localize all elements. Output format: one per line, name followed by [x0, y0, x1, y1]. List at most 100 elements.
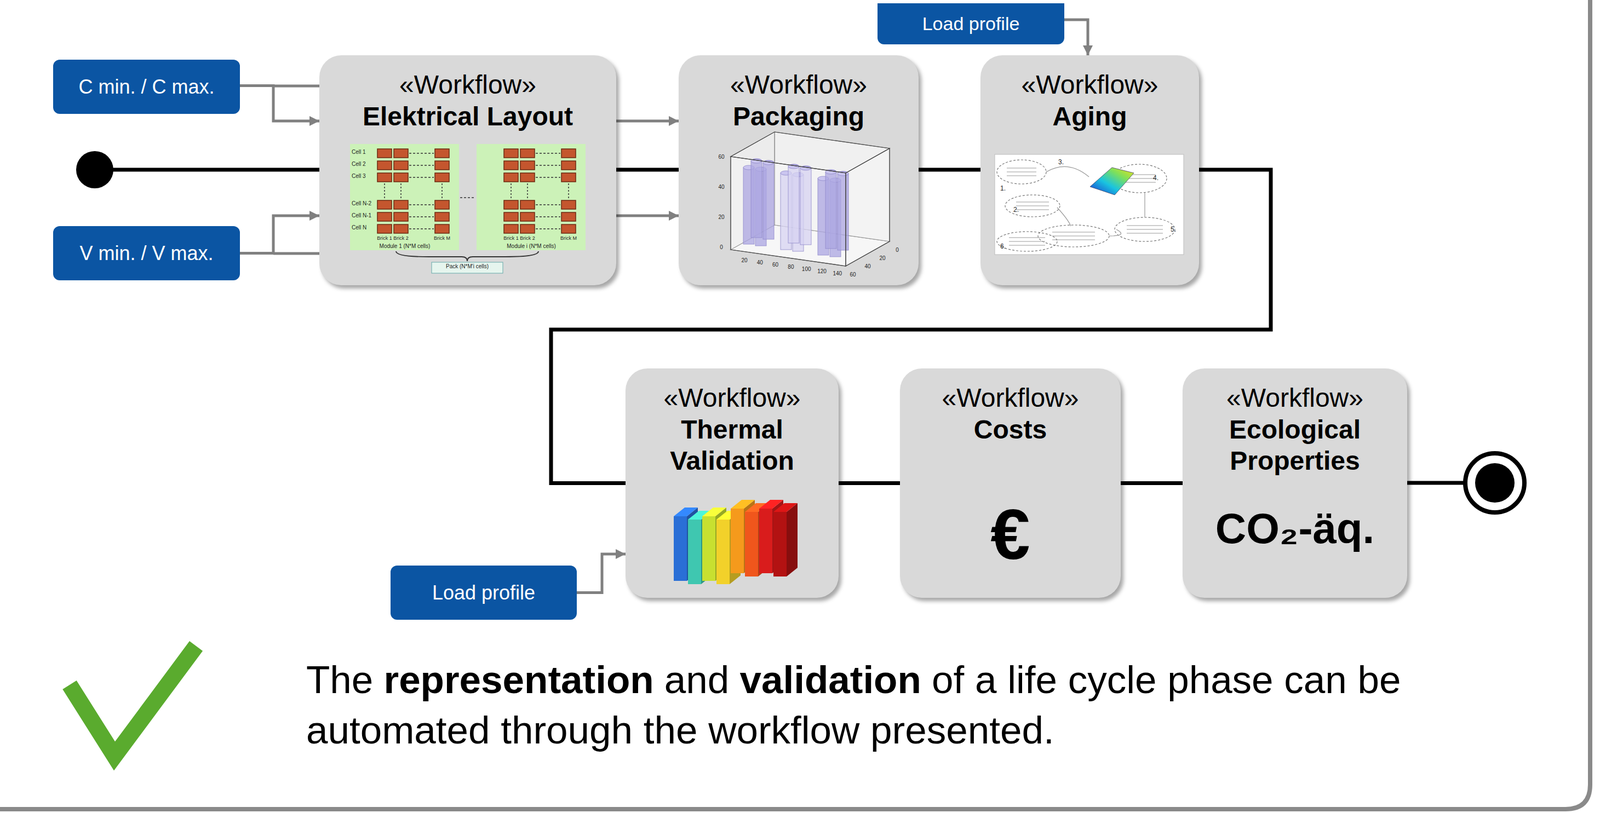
heat-prism-front	[702, 516, 716, 582]
input-label: Load profile	[922, 13, 1020, 35]
brick-gap	[409, 216, 434, 218]
battery-cell	[377, 173, 392, 182]
formula-stroke	[1008, 245, 1046, 246]
battery-cell	[561, 161, 576, 170]
formula-stroke	[1006, 171, 1037, 173]
brick-gap	[535, 228, 561, 230]
heat-prism-front	[673, 516, 687, 582]
input-label: V min. / V max.	[79, 242, 214, 266]
input-arrow	[616, 119, 679, 123]
workflow-title: Ecological Properties	[1192, 414, 1398, 478]
flow-line	[94, 168, 320, 172]
module-panel	[350, 144, 460, 251]
input-arrow	[239, 215, 320, 254]
stereotype-label: «Workflow»	[1021, 69, 1159, 101]
cell-gap	[400, 183, 402, 199]
conclusion-phrase: The	[306, 658, 374, 702]
brick-gap	[409, 228, 434, 230]
module-panel	[476, 144, 586, 251]
cell-gap	[510, 183, 512, 199]
conclusion-phrase: and	[664, 658, 730, 702]
input-branch	[273, 252, 320, 256]
pack-label-box	[431, 262, 503, 274]
battery-cell	[434, 161, 450, 170]
formula-stroke	[1016, 209, 1049, 211]
cell-gap	[441, 183, 443, 199]
input-box: V min. / V max.	[53, 226, 240, 281]
workflow-box: «Workflow»Elektrical Layout	[319, 55, 617, 286]
model-step	[996, 159, 1047, 185]
battery-cell	[520, 148, 535, 158]
heat-prism-front	[773, 512, 787, 577]
input-label: C min. / C max.	[78, 75, 215, 99]
start-node	[76, 151, 114, 189]
brick-gap	[409, 204, 434, 206]
flow-line	[838, 481, 900, 486]
battery-cell	[503, 224, 519, 234]
cell-gap	[526, 183, 529, 199]
conclusion-phrase: representation	[383, 658, 655, 702]
battery-cell	[434, 224, 450, 234]
input-branch	[273, 84, 320, 88]
model-link	[1046, 166, 1145, 237]
workflow-box: «Workflow»Costs€	[899, 368, 1121, 599]
heat-prism-top	[773, 503, 798, 513]
battery-cell	[520, 212, 535, 222]
battery-cell	[393, 148, 409, 158]
heat-prism-front	[730, 508, 744, 574]
model-card	[994, 154, 1184, 255]
flow-line	[1120, 481, 1183, 486]
model-step	[1114, 217, 1175, 242]
formula-stroke	[1008, 241, 1046, 243]
flow-line	[918, 168, 981, 172]
battery-cell	[377, 212, 392, 222]
conclusion-phrase: validation	[739, 658, 921, 702]
formula-stroke	[1016, 202, 1049, 203]
input-arrow	[576, 554, 626, 594]
workflow-box: «Workflow»Thermal Validation	[625, 368, 839, 599]
brick-gap	[409, 164, 434, 166]
brick-gap	[409, 152, 434, 154]
housing-front	[730, 156, 846, 267]
battery-cell	[520, 173, 535, 182]
check-mark	[69, 646, 197, 757]
battery-cell	[434, 173, 450, 182]
input-arrow	[239, 85, 320, 122]
battery-cell	[503, 212, 519, 222]
battery-cell	[561, 212, 576, 222]
input-label: Load profile	[432, 581, 536, 605]
battery-cell	[377, 148, 392, 158]
battery-cell	[503, 161, 519, 170]
workflow-title: Thermal Validation	[635, 414, 829, 478]
brick-gap	[535, 164, 561, 166]
formula-stroke	[1126, 225, 1163, 227]
battery-cell	[377, 200, 392, 210]
heat-prism-front	[687, 519, 702, 585]
battery-cell	[561, 224, 576, 234]
stereotype-label: «Workflow»	[663, 382, 801, 415]
pack-bracket	[396, 251, 539, 262]
housing-top	[730, 132, 890, 174]
flow-line	[1407, 481, 1466, 486]
formula-stroke	[1006, 175, 1037, 177]
workflow-symbol: €	[990, 495, 1030, 575]
battery-cell	[503, 200, 519, 210]
battery-cell	[520, 224, 535, 234]
battery-cell	[434, 212, 450, 222]
workflow-box: «Workflow»Ecological PropertiesCO₂-äq.	[1182, 368, 1408, 599]
formula-stroke	[1016, 205, 1049, 207]
workflow-symbol: CO₂-äq.	[1215, 505, 1375, 553]
formula-stroke	[1006, 168, 1037, 169]
formula-stroke	[1126, 229, 1163, 231]
brick-gap	[409, 176, 434, 179]
battery-cell	[503, 148, 519, 158]
battery-cell	[393, 200, 409, 210]
model-step	[1005, 195, 1060, 217]
workflow-box: «Workflow»Aging	[980, 55, 1200, 286]
input-arrow	[616, 214, 679, 218]
workflow-box: «Workflow»Packaging	[678, 55, 919, 286]
heat-prism-front	[716, 519, 730, 585]
stereotype-label: «Workflow»	[399, 69, 537, 101]
battery-cell	[393, 161, 409, 170]
battery-cell	[393, 212, 409, 222]
